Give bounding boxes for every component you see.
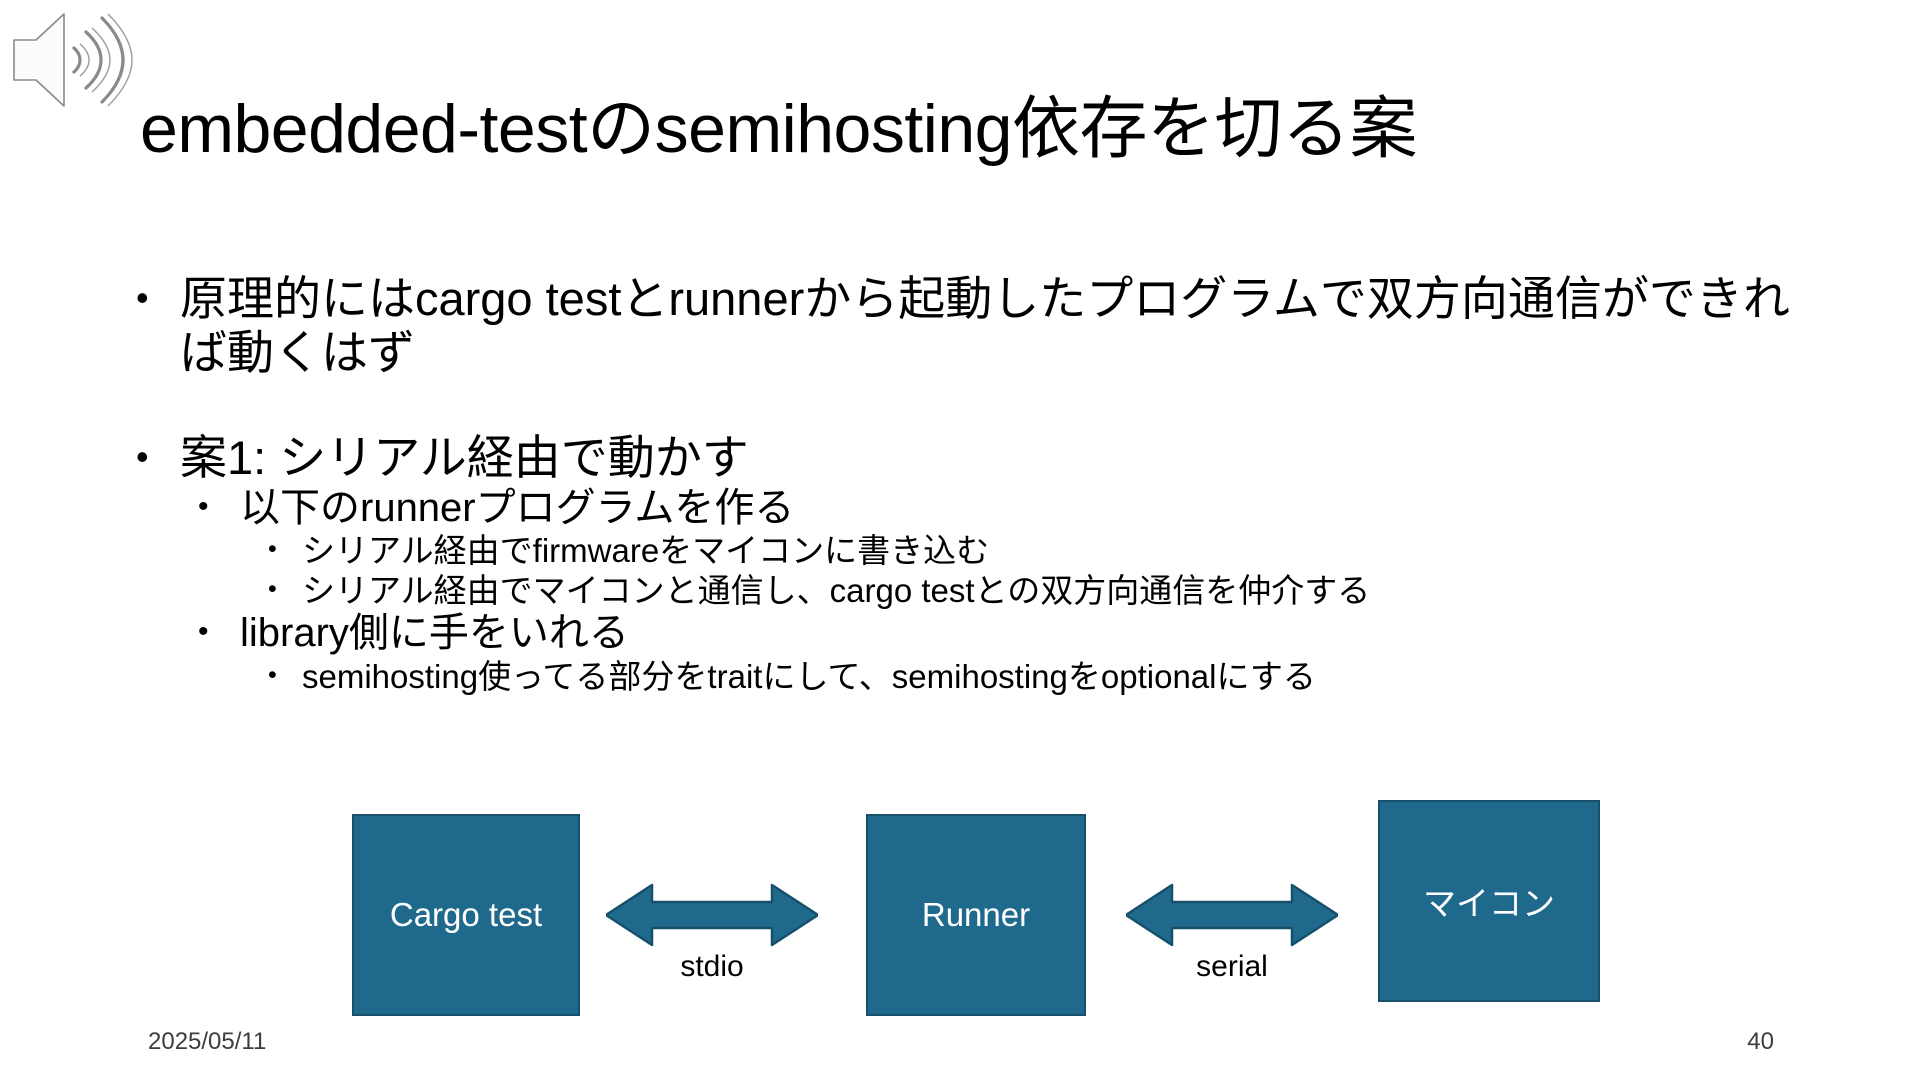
bullet-glyph: • xyxy=(198,489,209,523)
architecture-diagram: Cargo test Runner マイコン xyxy=(0,800,1920,1030)
speaker-audio-icon-svg xyxy=(13,13,133,107)
speaker-audio-icon[interactable] xyxy=(6,6,136,114)
connector-label-serial: serial xyxy=(1196,950,1268,983)
diagram-box-cargo-test[interactable]: Cargo test xyxy=(352,814,580,1016)
diagram-box-label: マイコン xyxy=(1423,885,1555,922)
bullet-level1-item: • 案1: シリアル経由で動かす xyxy=(128,431,1828,485)
diagram-box-label: Cargo test xyxy=(389,896,543,933)
diagram-box-microcontroller[interactable]: マイコン xyxy=(1378,800,1600,1002)
double-arrow-icon xyxy=(1124,883,1340,947)
bullet-level2-item: • 以下のrunnerプログラムを作る xyxy=(188,485,1828,531)
bullet-text: 案1: シリアル経由で動かす xyxy=(180,431,749,485)
slide-body: • 原理的にはcargo testとrunnerから起動したプログラムで双方向通… xyxy=(128,272,1828,696)
double-arrow-stdio-icon xyxy=(604,882,820,948)
bullet-level3-item: • シリアル経由でマイコンと通信し、cargo testとの双方向通信を仲介する xyxy=(256,571,1828,611)
bullet-glyph: • xyxy=(198,615,209,649)
bullet-glyph: • xyxy=(268,574,277,603)
bullet-glyph: • xyxy=(136,277,149,318)
footer-page-number: 40 xyxy=(1747,1028,1774,1055)
bullet-text: シリアル経由でfirmwareをマイコンに書き込む xyxy=(302,532,990,570)
bullet-text: library側に手をいれる xyxy=(240,611,629,656)
bullet-level3-item: • semihosting使ってる部分をtraitにして、semihosting… xyxy=(256,657,1828,697)
bullet-glyph: • xyxy=(268,660,277,689)
slide-title: embedded-testのsemihosting依存を切る案 xyxy=(140,91,1417,167)
bullet-level2-item: • library側に手をいれる xyxy=(188,610,1828,656)
connector-label-stdio: stdio xyxy=(680,950,744,983)
bullet-level1-item: • 原理的にはcargo testとrunnerから起動したプログラムで双方向通… xyxy=(128,272,1828,379)
bullet-text: 以下のrunnerプログラムを作る xyxy=(240,485,795,530)
bullet-text: 原理的にはcargo testとrunnerから起動したプログラムで双方向通信が… xyxy=(180,272,1790,379)
bullet-spacer xyxy=(128,379,1828,431)
bullet-glyph: • xyxy=(136,436,149,478)
bullet-glyph: • xyxy=(268,535,277,564)
double-arrow-serial-icon xyxy=(1124,882,1340,948)
diagram-box-runner[interactable]: Runner xyxy=(866,814,1086,1016)
bullet-text: シリアル経由でマイコンと通信し、cargo testとの双方向通信を仲介する xyxy=(302,571,1371,609)
double-arrow-icon xyxy=(604,883,820,947)
footer-date: 2025/05/11 xyxy=(148,1028,267,1055)
bullet-level3-item: • シリアル経由でfirmwareをマイコンに書き込む xyxy=(256,531,1828,571)
diagram-box-label: Runner xyxy=(921,896,1031,933)
bullet-text: semihosting使ってる部分をtraitにして、semihostingをo… xyxy=(302,657,1316,695)
